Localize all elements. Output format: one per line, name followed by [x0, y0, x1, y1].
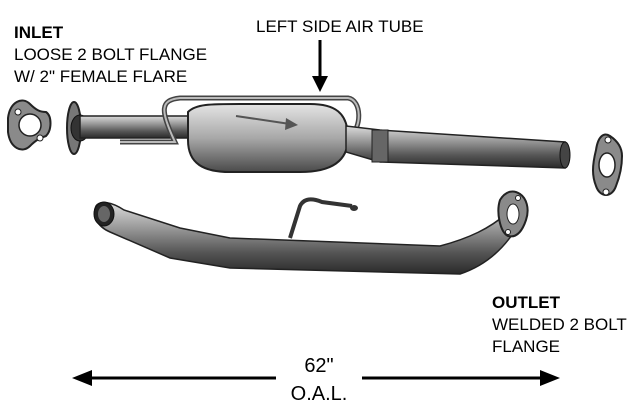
outlet-description-line1: WELDED 2 BOLT — [492, 315, 627, 334]
lower-pipe-with-outlet-flange — [93, 190, 529, 275]
right-flange-gasket — [592, 133, 624, 196]
inlet-description-line1: LOOSE 2 BOLT FLANGE — [14, 45, 208, 64]
inlet-flange-gasket — [7, 99, 52, 151]
overall-length-dimension — [72, 370, 560, 386]
outlet-description-line2: FLANGE — [492, 337, 561, 356]
air-tube-label: LEFT SIDE AIR TUBE — [256, 17, 424, 36]
air-tube-pointer-arrow — [312, 40, 328, 92]
dimension-label: O.A.L. — [290, 383, 348, 405]
inlet-title: INLET — [14, 23, 64, 42]
upper-pipe-with-converter — [66, 95, 571, 173]
dimension-arrow-left — [72, 370, 276, 386]
dimension-length: 62" — [304, 355, 334, 377]
outlet-title: OUTLET — [492, 293, 560, 312]
inlet-description-line2: W/ 2" FEMALE FLARE — [14, 67, 188, 86]
dimension-arrow-right — [362, 370, 560, 386]
